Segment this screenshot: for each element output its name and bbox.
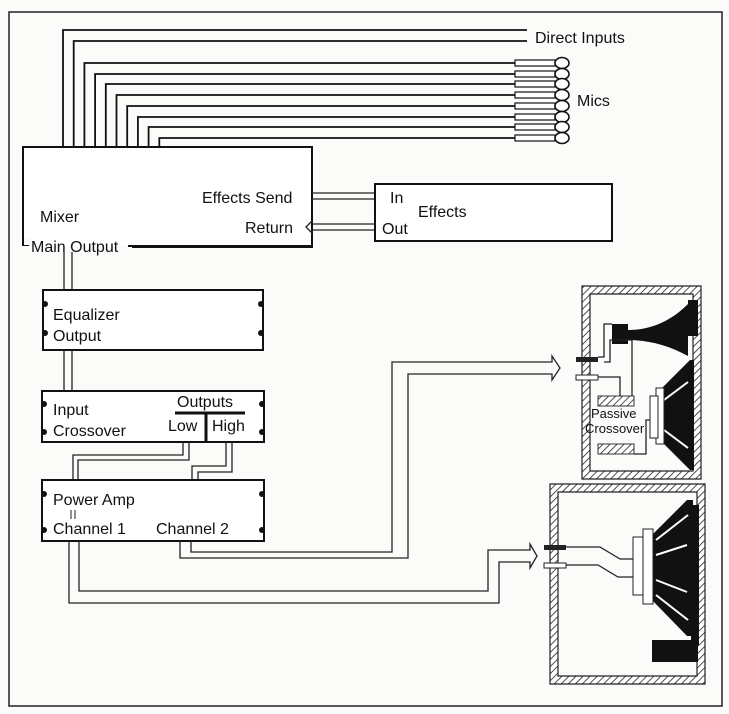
effects-loop-cables bbox=[305, 188, 385, 235]
microphone-icon bbox=[514, 88, 570, 102]
microphone-icon bbox=[514, 131, 570, 145]
crossover-outputs-label: Outputs bbox=[177, 394, 233, 411]
mic-wire bbox=[104, 83, 515, 147]
outer-frame bbox=[8, 11, 723, 707]
equalizer-box bbox=[42, 289, 264, 351]
effects-out-label: Out bbox=[382, 221, 408, 238]
mic-wire bbox=[137, 116, 515, 147]
mixer-block: Mixer Effects Send Return Main Output bbox=[21, 146, 313, 256]
channel2-speaker-cable bbox=[179, 353, 561, 559]
direct-input-wire bbox=[72, 40, 527, 147]
mic-wire bbox=[115, 94, 515, 147]
effects-in-label: In bbox=[390, 190, 403, 207]
mixer-box bbox=[22, 146, 313, 248]
channel1-speaker-cable bbox=[68, 541, 538, 604]
crossover-title: Crossover bbox=[53, 423, 127, 440]
microphone-icon bbox=[514, 77, 570, 91]
direct-inputs-label: Direct Inputs bbox=[535, 30, 625, 47]
crossover-block: Input Crossover Outputs Low High bbox=[41, 390, 265, 443]
crossover-input-label: Input bbox=[53, 402, 89, 419]
channel2-label: Channel 2 bbox=[156, 521, 229, 538]
microphone-icon bbox=[514, 110, 570, 124]
microphone-icon bbox=[514, 120, 570, 134]
effects-title: Effects bbox=[418, 204, 467, 221]
effects-box bbox=[374, 183, 613, 242]
equalizer-title: Equalizer bbox=[53, 307, 120, 324]
passive-crossover-label-line2: Crossover bbox=[585, 421, 645, 436]
top-speaker-cabinet: Passive Crossover bbox=[575, 285, 702, 480]
input-wires bbox=[61, 29, 570, 153]
passive-crossover-label-line1: Passive bbox=[591, 406, 637, 421]
power-amp-title: Power Amp bbox=[53, 492, 135, 509]
mic-wire bbox=[126, 105, 515, 147]
mixer-title: Mixer bbox=[40, 209, 80, 226]
crossover-low-label: Low bbox=[168, 418, 198, 435]
microphone-icon bbox=[514, 99, 570, 113]
effects-send-label: Effects Send bbox=[202, 190, 292, 207]
mic-wire bbox=[94, 73, 515, 147]
main-output-label: Main Output bbox=[31, 239, 119, 256]
microphone-icon bbox=[514, 56, 570, 70]
power-amp-box bbox=[41, 479, 265, 542]
equalizer-block: Equalizer Output bbox=[42, 289, 264, 351]
mics-label: Mics bbox=[577, 93, 610, 110]
top-woofer-icon bbox=[660, 360, 694, 470]
return-label: Return bbox=[245, 220, 293, 237]
crossover-high-label: High bbox=[212, 418, 245, 435]
mic-wire bbox=[83, 62, 515, 147]
crossover-box bbox=[41, 390, 265, 443]
horn-driver-icon bbox=[612, 304, 688, 356]
effects-block: In Effects Out bbox=[374, 183, 613, 242]
bottom-speaker-cabinet bbox=[543, 483, 706, 685]
mic-wire bbox=[147, 126, 515, 147]
direct-input-wire bbox=[62, 29, 527, 147]
bottom-woofer-icon bbox=[652, 500, 693, 636]
power-amp-block: Power Amp Channel 1 Channel 2 bbox=[41, 479, 265, 542]
port-icon bbox=[652, 640, 698, 662]
channel1-label: Channel 1 bbox=[53, 521, 126, 538]
mic-wire bbox=[158, 137, 515, 147]
equalizer-output-label: Output bbox=[53, 328, 102, 345]
